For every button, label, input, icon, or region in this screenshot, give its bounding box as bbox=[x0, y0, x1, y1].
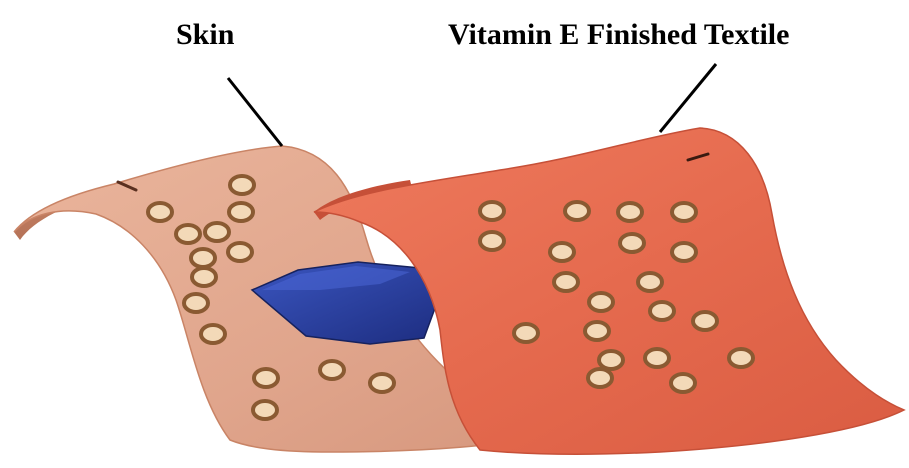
microcapsule-icon bbox=[201, 325, 225, 343]
textile-label: Vitamin E Finished Textile bbox=[448, 20, 789, 50]
microcapsule-icon bbox=[191, 249, 215, 267]
microcapsule-icon bbox=[254, 369, 278, 387]
microcapsule-icon bbox=[480, 232, 504, 250]
microcapsule-icon bbox=[320, 361, 344, 379]
skin-label: Skin bbox=[176, 20, 234, 50]
microcapsule-icon bbox=[176, 225, 200, 243]
microcapsule-icon bbox=[148, 203, 172, 221]
microcapsule-icon bbox=[554, 273, 578, 291]
microcapsule-icon bbox=[192, 268, 216, 286]
microcapsule-icon bbox=[650, 302, 674, 320]
microcapsule-icon bbox=[618, 203, 642, 221]
microcapsule-icon bbox=[253, 401, 277, 419]
microcapsule-icon bbox=[729, 349, 753, 367]
microcapsule-icon bbox=[184, 294, 208, 312]
textile-pointer-line bbox=[660, 64, 716, 132]
microcapsule-icon bbox=[589, 293, 613, 311]
microcapsule-icon bbox=[671, 374, 695, 392]
microcapsule-icon bbox=[565, 202, 589, 220]
microcapsule-icon bbox=[229, 203, 253, 221]
microcapsule-icon bbox=[514, 324, 538, 342]
microcapsule-icon bbox=[645, 349, 669, 367]
microcapsule-icon bbox=[205, 223, 229, 241]
skin-pointer-line bbox=[228, 78, 282, 146]
microcapsule-icon bbox=[672, 203, 696, 221]
microcapsule-icon bbox=[672, 243, 696, 261]
microcapsule-icon bbox=[228, 243, 252, 261]
microcapsule-icon bbox=[638, 273, 662, 291]
microcapsule-icon bbox=[588, 369, 612, 387]
microcapsule-icon bbox=[230, 176, 254, 194]
microcapsule-icon bbox=[620, 234, 644, 252]
microcapsule-icon bbox=[480, 202, 504, 220]
microcapsule-icon bbox=[585, 322, 609, 340]
microcapsule-icon bbox=[370, 374, 394, 392]
microcapsule-icon bbox=[693, 312, 717, 330]
microcapsule-icon bbox=[599, 351, 623, 369]
microcapsule-icon bbox=[550, 243, 574, 261]
